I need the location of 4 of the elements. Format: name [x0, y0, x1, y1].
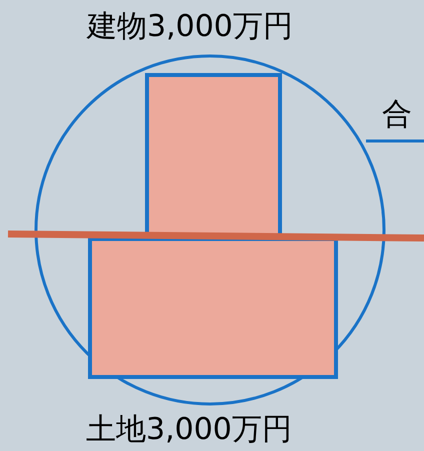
heading-text: 建物3,000万円 — [87, 8, 293, 46]
heading-text: 土地3,000万円 — [86, 411, 292, 449]
label-text: 合 — [382, 96, 412, 134]
land-rectangle — [88, 237, 338, 379]
